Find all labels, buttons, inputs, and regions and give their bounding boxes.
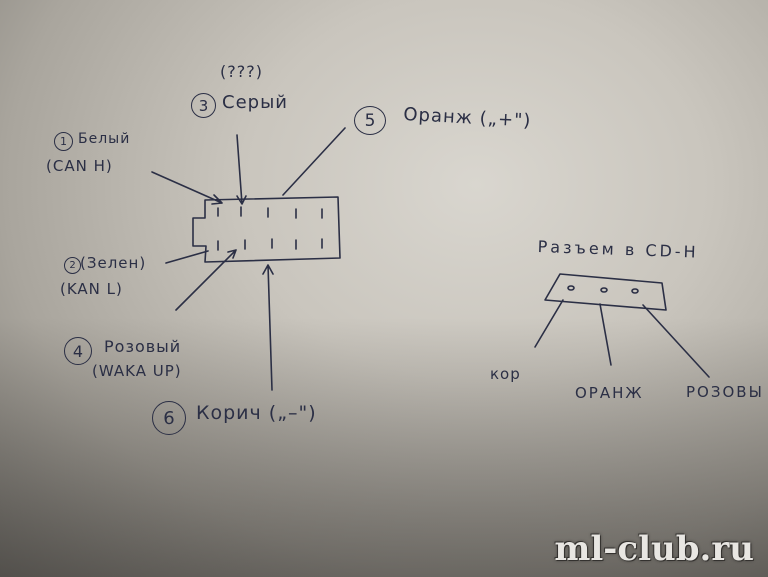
pin4-number: 4 [64,337,92,365]
arrow-pin1 [151,171,223,205]
pin1-number: 1 [54,132,73,151]
label-question: (???) [220,62,263,81]
label-pin1-sub: (CAN H) [46,157,113,175]
label-wire-rozovy: РОЗОВЫ [686,383,764,401]
label-pin4-name: Розовый [104,337,182,356]
label-pin2-sub: (KAN L) [60,280,123,298]
pin5-number: 5 [354,106,386,135]
connector-body [192,196,341,263]
label-wire-kor: кор [490,365,521,383]
arrow-pin4 [175,249,237,311]
wire-rozovy [642,304,710,378]
wire-kor [534,299,564,348]
arrow-pin3 [236,134,247,205]
label-wire-oranzh: ОРАНЖ [575,384,644,402]
arrow-pin2 [165,250,209,264]
label-pin4-sub: (WAKA UP) [92,362,182,380]
pin3-number: 3 [191,93,216,118]
watermark-logo: ml-club.ru [554,529,754,569]
arrow-pin6 [262,264,274,391]
pin2-number: 2 [64,257,81,274]
pin6-number: 6 [152,401,186,435]
wire-oranzh [599,303,612,366]
cd-connector-body [544,273,667,311]
arrow-pin5 [282,127,346,196]
label-pin6-name: Корич („–") [196,402,317,424]
label-pin1-name: Белый [78,131,131,147]
label-pin2-name: (Зелен) [80,254,147,272]
label-pin3-name: Серый [222,92,288,113]
